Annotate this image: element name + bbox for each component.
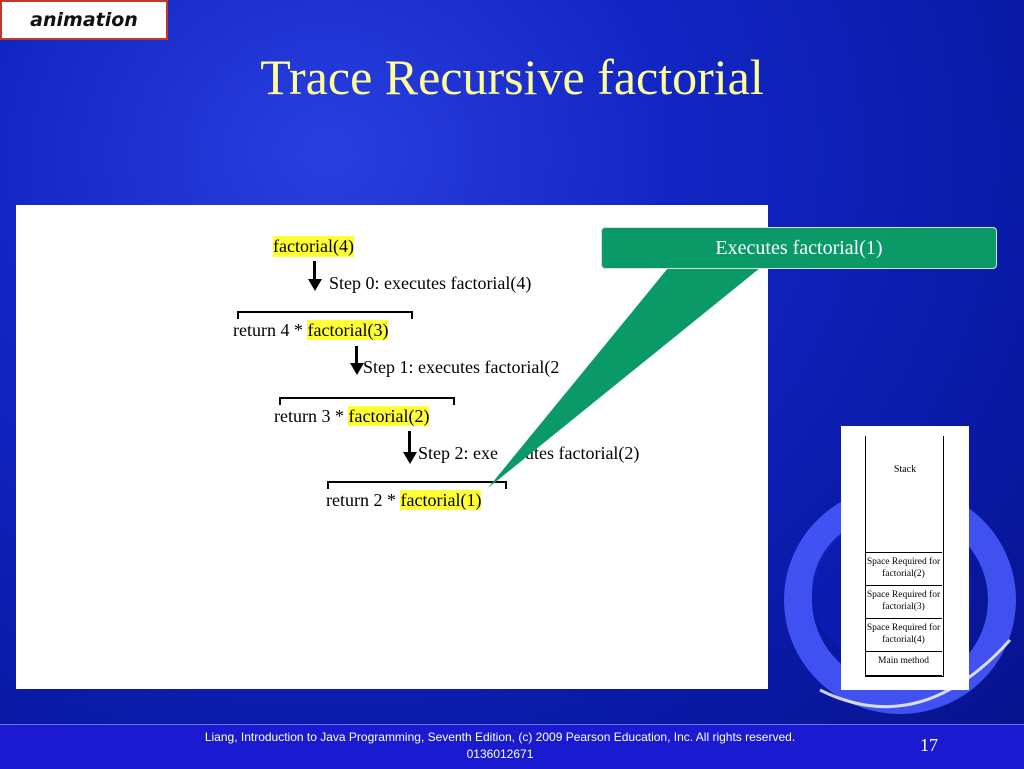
step0-label: Step 0: executes factorial(4): [329, 273, 532, 293]
footer-copyright: Liang, Introduction to Java Programming,…: [204, 730, 796, 761]
stack-panel: Stack Space Required for factorial(2) Sp…: [841, 426, 969, 690]
row3-bracket: [327, 481, 507, 489]
call-factorial-4: factorial(4): [273, 236, 354, 257]
trace-panel: factorial(4) Step 0: executes factorial(…: [16, 205, 768, 689]
stack-frame-factorial-3: Space Required for factorial(3): [865, 585, 942, 618]
animation-badge: animation: [0, 0, 168, 40]
step2-arrowhead: [403, 452, 417, 464]
slide-title: Trace Recursive factorial: [260, 49, 764, 105]
row1-call: factorial(3): [307, 320, 389, 340]
row1-prefix: return 4 *: [233, 320, 308, 340]
step1-arrow: [355, 346, 358, 365]
page-number: 17: [920, 735, 938, 755]
stack-label: Stack: [893, 464, 917, 475]
row2-call: factorial(2): [348, 406, 430, 426]
callout-box: Executes factorial(1): [601, 227, 997, 269]
row2-expression: return 3 * factorial(2): [274, 406, 430, 427]
row2-bracket: [279, 397, 455, 405]
step1-label: Step 1: executes factorial(2: [363, 357, 560, 377]
footer-bar: Liang, Introduction to Java Programming,…: [0, 724, 1024, 769]
step2-arrow: [408, 431, 411, 454]
stack-walls: [865, 436, 944, 677]
step0-arrowhead: [308, 279, 322, 291]
row3-prefix: return 2 *: [326, 490, 401, 510]
row1-expression: return 4 * factorial(3): [233, 320, 389, 341]
row2-prefix: return 3 *: [274, 406, 349, 426]
step0-arrow: [313, 261, 316, 281]
animation-badge-label: animation: [30, 9, 138, 31]
row3-call: factorial(1): [400, 490, 482, 510]
row3-expression: return 2 * factorial(1): [326, 490, 482, 511]
stack-frame-main-method: Main method: [865, 651, 942, 676]
stack-frame-factorial-4: Space Required for factorial(4): [865, 618, 942, 651]
step1-arrowhead: [350, 363, 364, 375]
row1-bracket: [237, 311, 413, 319]
callout-text: Executes factorial(1): [715, 236, 883, 259]
stack-frame-factorial-2: Space Required for factorial(2): [865, 552, 942, 585]
